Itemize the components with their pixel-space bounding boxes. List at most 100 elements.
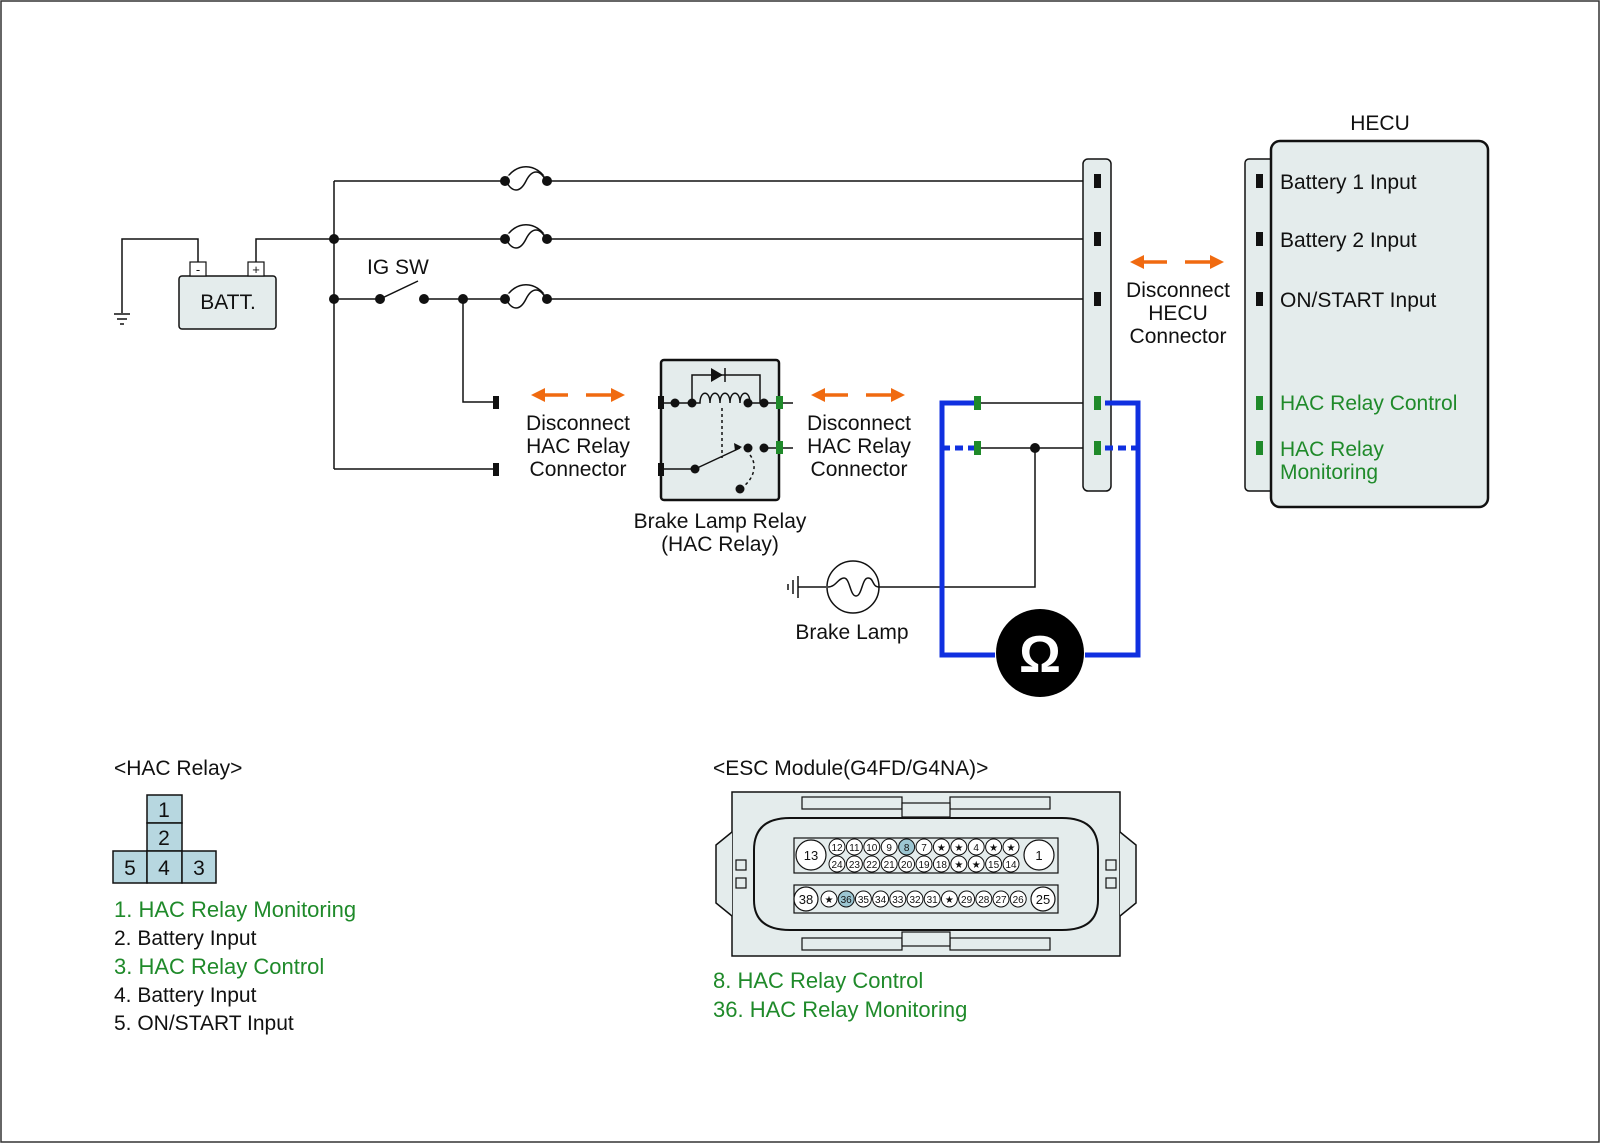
esc-pin-mid-5-circle (915, 855, 933, 873)
esc-pin-row2-7-circle (940, 890, 958, 908)
hecu-input-2: Battery 2 Input (1280, 229, 1417, 252)
esc-pin-13: 13 (804, 848, 818, 863)
esc-pin-mid-7-circle (950, 855, 968, 873)
esc-pin-mid-8-circle (967, 855, 985, 873)
esc-pin-top-2: 10 (866, 843, 878, 854)
esc-pin-row2-8: 29 (961, 895, 973, 906)
esc-pin-row2-6: 31 (927, 895, 939, 906)
hac-relay-connector: <HAC Relay> 1 2 5 4 3 1. HAC Relay Monit… (112, 757, 356, 1035)
bulb-icon (826, 560, 880, 614)
brake-lamp-label: Brake Lamp (795, 621, 908, 644)
esc-module-connector: <ESC Module(G4FD/G4NA)> 13 1 38 (713, 757, 1137, 957)
esc-pin-mid-10: 14 (1005, 860, 1017, 871)
esc-pin-25: 25 (1036, 892, 1050, 907)
esc-pin-mid-6-circle (932, 855, 950, 873)
esc-pin-top-3-circle (880, 838, 898, 856)
esc-pin-top-6-circle (932, 838, 950, 856)
hecu-input-1: Battery 1 Input (1280, 171, 1417, 194)
hecu-harness-connector (1082, 158, 1112, 492)
esc-pin-row2-4-circle (889, 890, 907, 908)
ohm-meter-loop (939, 400, 1141, 658)
battery-label: BATT. (200, 291, 256, 314)
ig-switch (379, 280, 419, 300)
relay-connector-right-pin (974, 441, 981, 455)
ig-switch-label: IG SW (367, 256, 429, 279)
esc-title: <ESC Module(G4FD/G4NA)> (713, 757, 988, 780)
hac-legend-3: 3. HAC Relay Control (114, 954, 324, 979)
esc-pin-top-7: ★ (954, 843, 963, 854)
hecu-title: HECU (1350, 112, 1410, 135)
esc-pin-mid-4: 20 (901, 860, 913, 871)
esc-pin-1: 1 (1035, 848, 1042, 863)
esc-pin-mid-5: 19 (918, 860, 930, 871)
esc-pin-top-10: ★ (1007, 843, 1016, 854)
hac-legend-5: 5. ON/START Input (114, 1012, 294, 1035)
esc-pin-row2-11: 26 (1013, 895, 1025, 906)
esc-legend-2: 36. HAC Relay Monitoring (713, 997, 967, 1022)
esc-pin-mid-3: 21 (884, 860, 896, 871)
esc-pin-row2-10-circle (992, 890, 1010, 908)
esc-pin-top-3: 9 (886, 843, 892, 854)
esc-pin-top-0-circle (828, 838, 846, 856)
hac-pin-1: 1 (158, 799, 170, 822)
relay-label-line1: Brake Lamp Relay (634, 510, 807, 533)
esc-pin-top-7-circle (950, 838, 968, 856)
disconnect-hecu-label: Disconnect HECU Connector (1126, 279, 1230, 348)
esc-pin-top-2-circle (863, 838, 881, 856)
esc-pin-row2-11-circle (1009, 890, 1027, 908)
esc-pin-top-8-circle (967, 838, 985, 856)
esc-pin-row2-5: 32 (909, 895, 921, 906)
esc-pin-row2-5-circle (906, 890, 924, 908)
battery: - + BATT. (178, 261, 277, 330)
hac-legend-4: 4. Battery Input (114, 984, 257, 1007)
esc-pin-row2-6-circle (923, 890, 941, 908)
esc-pin-row2-1: 36 (841, 895, 853, 906)
esc-pin-mid-4-circle (898, 855, 916, 873)
esc-pin-top-9: ★ (989, 843, 998, 854)
esc-pin-row2-9-circle (975, 890, 993, 908)
esc-pin-mid-10-circle (1002, 855, 1020, 873)
ohm-meter-icon: Ω (996, 609, 1084, 697)
brake-lamp-relay (658, 358, 783, 502)
esc-pin-row2-1-circle (837, 890, 855, 908)
hecu-input-5: HAC Relay (1280, 438, 1384, 461)
disconnect-hecu-line1: Disconnect (1126, 279, 1230, 302)
hecu-input-3: ON/START Input (1280, 289, 1437, 312)
esc-pin-row2-8-circle (958, 890, 976, 908)
esc-pin-row2-2: 35 (858, 895, 870, 906)
relay-connector-left-pins (493, 396, 499, 476)
esc-pin-row2-7: ★ (945, 895, 954, 906)
esc-pin-top-4-circle (898, 838, 916, 856)
disconnect-right-line1: Disconnect (807, 412, 911, 435)
disconnect-left-line2: HAC Relay (526, 435, 630, 458)
disconnect-left-line1: Disconnect (526, 412, 630, 435)
hac-pin-5: 5 (124, 857, 136, 880)
ground-icon (114, 313, 130, 325)
esc-pin-top-1-circle (845, 838, 863, 856)
hac-pin-2: 2 (158, 827, 170, 850)
hac-relay-title: <HAC Relay> (114, 757, 242, 780)
esc-pin-mid-3-circle (880, 855, 898, 873)
esc-pin-top-9-circle (985, 838, 1003, 856)
esc-pin-row2-4: 33 (892, 895, 904, 906)
esc-pin-mid-1-circle (845, 855, 863, 873)
hac-legend-2: 2. Battery Input (114, 927, 257, 950)
esc-pin-mid-9-circle (985, 855, 1003, 873)
meter-symbol: Ω (1019, 626, 1061, 684)
hecu-input-5-line2: Monitoring (1280, 461, 1378, 484)
esc-pin-mid-2-circle (863, 855, 881, 873)
disconnect-relay-left-label: Disconnect HAC Relay Connector (526, 412, 630, 481)
hecu-input-4: HAC Relay Control (1280, 392, 1457, 415)
harness-connector-pins (1094, 174, 1101, 455)
esc-pin-row2-2-circle (854, 890, 872, 908)
hecu-module: HECU Battery 1 Input Battery 2 Input ON/… (1244, 112, 1490, 509)
esc-legend-1: 8. HAC Relay Control (713, 968, 923, 993)
battery-neg-label: - (196, 262, 200, 277)
ground-icon (787, 576, 799, 598)
esc-pin-row2-0-circle (820, 890, 838, 908)
esc-pin-top-1: 11 (849, 843, 860, 854)
